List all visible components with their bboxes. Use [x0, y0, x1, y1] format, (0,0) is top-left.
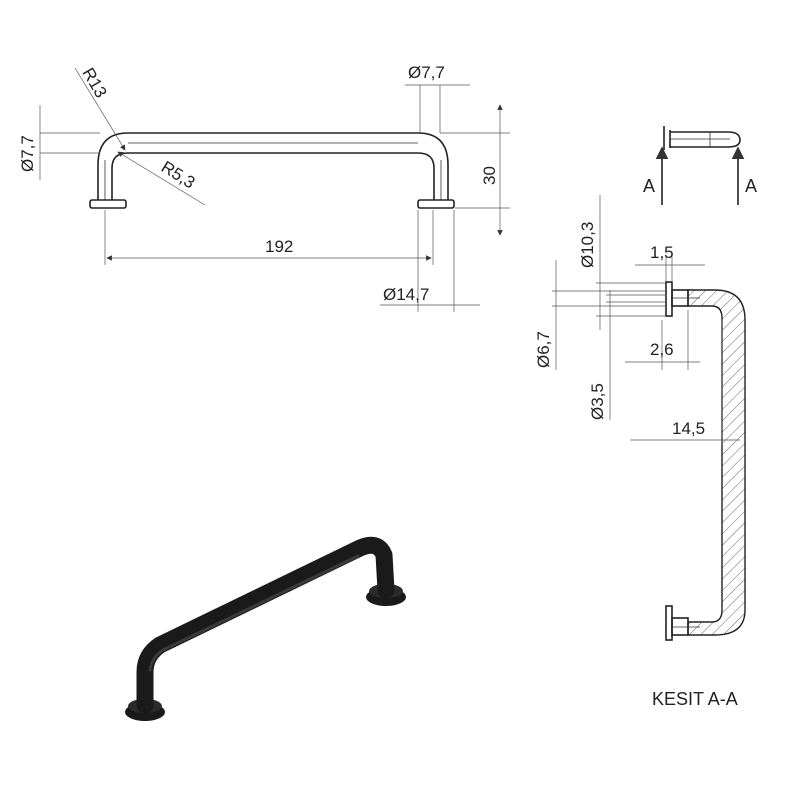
right-base	[417, 199, 455, 209]
dim-145: 14,5	[672, 419, 705, 438]
dim-radius-inner: R5,3	[158, 157, 199, 192]
dim-radius-outer: R13	[79, 65, 111, 102]
dim-d67: Ø6,7	[534, 331, 553, 368]
section-caption: KESIT A-A	[652, 689, 738, 709]
section-label-left: A	[643, 176, 655, 196]
section-view: Ø10,3 Ø6,7 Ø3,5 1,5 2,6 14,5 KESIT A-A	[534, 195, 746, 709]
dim-diameter-left: Ø7,7	[18, 135, 37, 172]
top-view: A A	[643, 126, 757, 205]
dim-d35: Ø3,5	[588, 383, 607, 420]
section-label-right: A	[745, 176, 757, 196]
dim-26: 2,6	[650, 340, 674, 359]
dim-diameter-top: Ø7,7	[408, 63, 445, 82]
front-view: Ø7,7 R13 R5,3 Ø7,7 30 192 Ø14,7	[18, 63, 510, 312]
left-base	[89, 199, 127, 209]
handle-3d-render	[125, 536, 406, 721]
dim-15: 1,5	[650, 243, 674, 262]
dim-length: 192	[265, 237, 293, 256]
handle-outline-outer	[97, 132, 449, 200]
dim-height: 30	[480, 166, 499, 185]
dim-d10: Ø10,3	[578, 222, 597, 268]
dim-base-diameter: Ø14,7	[383, 285, 429, 304]
handle-outline-inner	[111, 152, 435, 200]
section-body	[687, 289, 746, 636]
